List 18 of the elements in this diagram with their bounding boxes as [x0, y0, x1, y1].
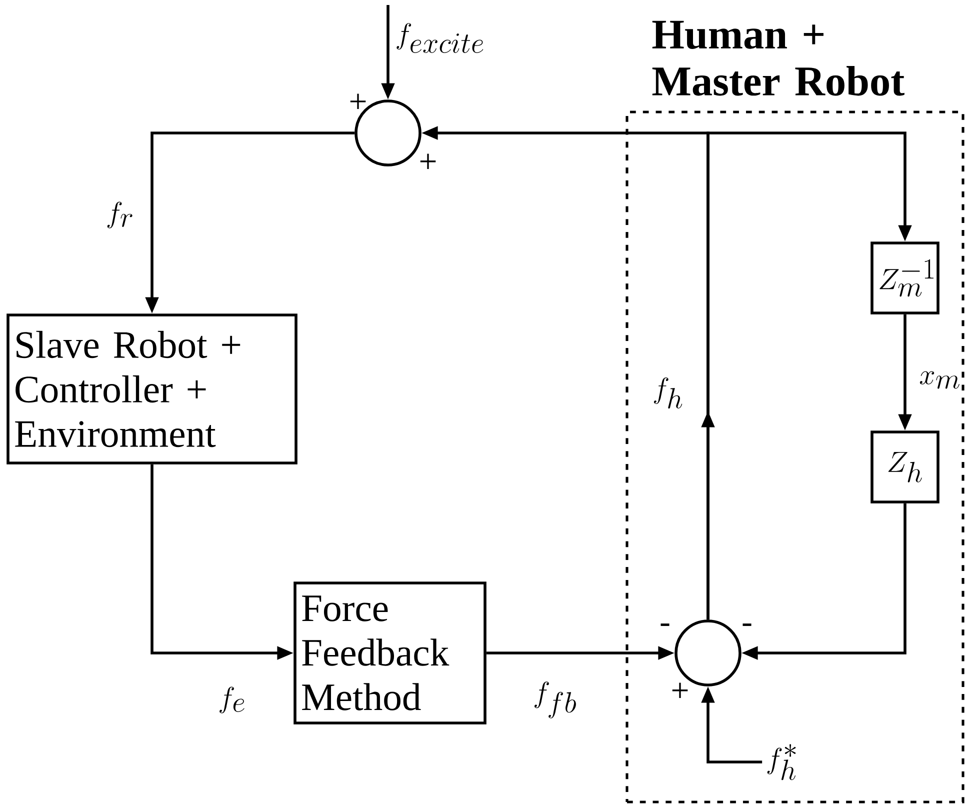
group-heading: Human + Master Robot: [652, 20, 904, 96]
edge-label: $f_{fb}$: [534, 682, 576, 718]
sign-label: +: [672, 682, 688, 698]
sign-label: +: [350, 94, 366, 110]
sign-label: -: [742, 624, 752, 626]
edge-label: $f_e$: [220, 686, 244, 714]
edge-label: $f_h$: [654, 378, 682, 409]
block-box: $Z_h$: [870, 430, 940, 504]
arrow: [706, 132, 912, 620]
sign-label: +: [420, 154, 436, 170]
sign-label: -: [660, 624, 670, 626]
block-box: Force Feedback Method: [294, 582, 486, 724]
edge-label: $f_r$: [107, 202, 132, 228]
edge-label: $f_{excite}$: [396, 23, 484, 53]
block-box: Slave Robot + Controller + Environment: [6, 314, 298, 464]
edge-label: $x_m$: [920, 371, 960, 389]
block-box: $Z_m^{-1}$: [870, 242, 940, 314]
signal-label: $f_h^*$: [767, 744, 796, 780]
